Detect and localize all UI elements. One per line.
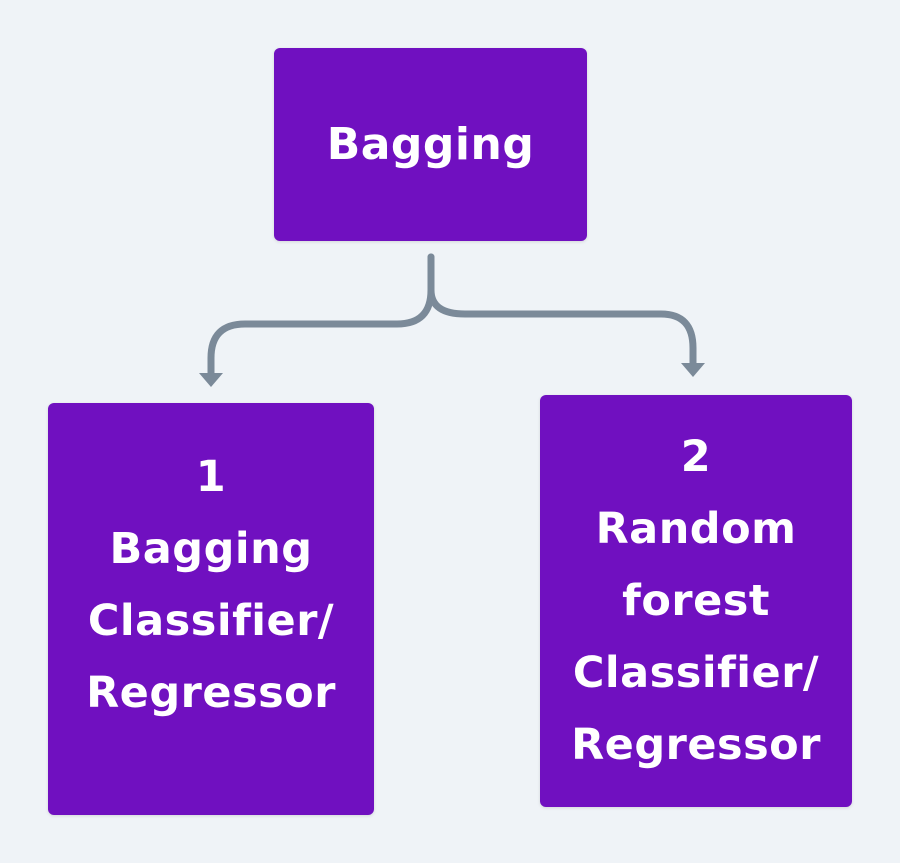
node-bagging: Bagging	[274, 48, 587, 241]
node-root-label: Bagging	[326, 119, 535, 170]
node-right-line-4: Regressor	[571, 720, 821, 770]
arrowhead-left-icon	[199, 373, 223, 387]
node-left-line-1: Bagging	[109, 524, 313, 574]
node-bagging-classifier-regressor: 1 Bagging Classifier/ Regressor	[48, 403, 374, 815]
node-right-number: 2	[680, 432, 712, 482]
node-left-number: 1	[195, 452, 227, 502]
arrowhead-right-icon	[681, 363, 705, 377]
node-random-forest-classifier-regressor: 2 Random forest Classifier/ Regressor	[540, 395, 852, 807]
node-left-line-2: Classifier/	[87, 596, 335, 646]
node-right-line-3: Classifier/	[572, 648, 820, 698]
connector-left-arrow	[207, 253, 435, 381]
node-left-line-3: Regressor	[86, 668, 336, 718]
connector-right-arrow	[427, 253, 697, 370]
node-right-line-2: forest	[622, 576, 770, 626]
node-right-line-1: Random	[595, 504, 797, 554]
